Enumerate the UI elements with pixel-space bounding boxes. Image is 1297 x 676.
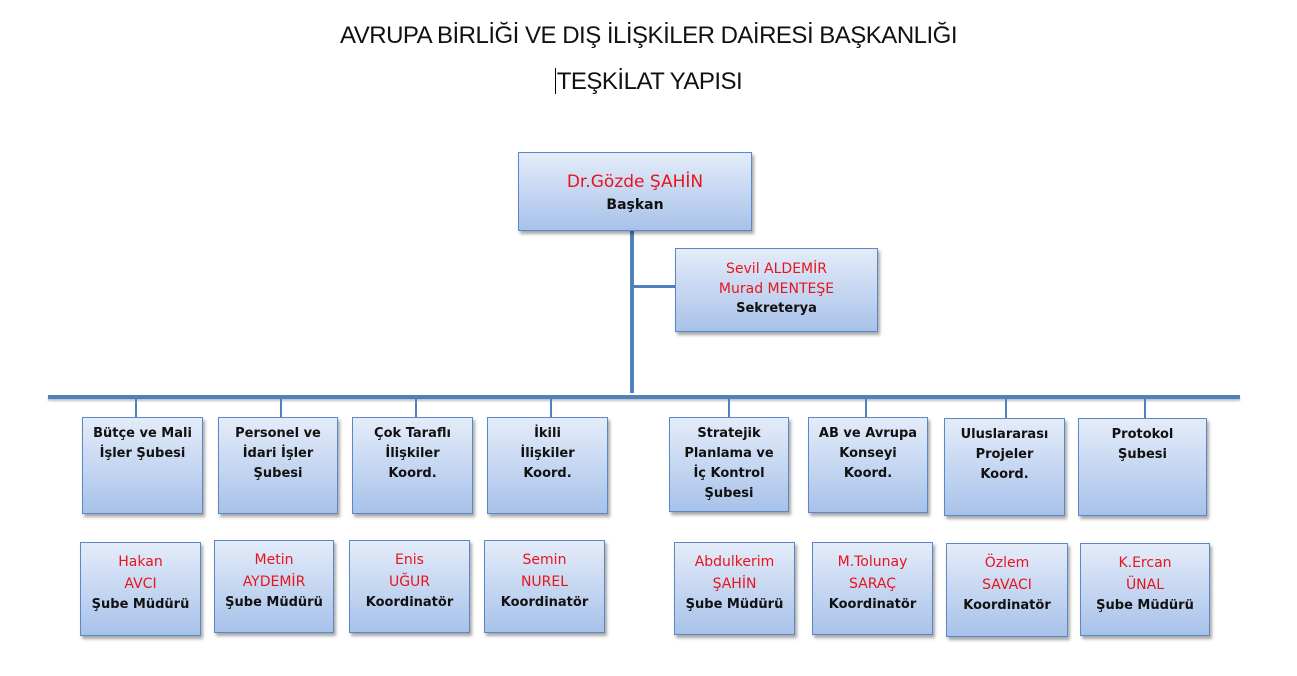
unit-name-line: İşler Şubesi [99,446,186,461]
connector-main [630,230,634,393]
head-box[interactable]: Dr.Gözde ŞAHİN Başkan [518,152,752,231]
person-role: Şube Müdürü [225,595,323,610]
unit-name-line: İlişkiler [520,446,575,461]
connector-unit [280,398,282,417]
person-name: K.Ercan [1118,555,1172,571]
unit-name-line: Bütçe ve Mali [93,426,192,441]
title-text: TEŞKİLAT YAPISI [556,68,743,95]
person-role: Koordinatör [963,598,1051,613]
person-name: ŞAHİN [712,576,757,592]
person-name: UĞUR [388,574,431,590]
unit-name-line: Projeler [975,447,1034,462]
person-name: Enis [395,552,424,568]
connector-unit [415,398,417,417]
connector-unit [550,398,552,417]
connector-unit [1005,398,1007,418]
title-line-2: TEŞKİLAT YAPISI [0,68,1297,96]
person-name: M.Tolunay [837,554,908,570]
person-name: Özlem [984,555,1030,571]
unit-name-line: Şubesi [704,486,754,501]
unit-name-line: Koord. [980,467,1029,482]
secretary-name: Murad MENTEŞE [718,281,835,297]
unit-name-line: Şubesi [253,466,303,481]
unit-name-line: İdari İşler [242,446,314,461]
unit-name-line: Koord. [523,466,572,481]
unit-name-line: Personel ve [235,426,321,441]
unit-name-line: AB ve Avrupa [818,426,918,441]
person-role: Şube Müdürü [1096,598,1194,613]
unit-name-line: Çok Taraflı [374,426,451,441]
person-name: AVCI [124,576,157,592]
connector-unit [865,398,867,417]
connector-secretary [632,285,676,288]
unit-name-line: Protokol [1111,427,1174,442]
person-role: Şube Müdürü [685,597,784,612]
unit-name-line: Konseyi [839,446,897,461]
person-name: SAVACI [982,577,1032,593]
person-role: Koordinatör [500,595,589,610]
secretary-box[interactable]: Sevil ALDEMİR Murad MENTEŞE Sekreterya [675,248,878,332]
secretary-role: Sekreterya [736,301,817,316]
connector-horizontal [48,395,1240,399]
person-name: AYDEMİR [242,574,306,590]
connector-unit [135,398,137,417]
person-name: Hakan [118,554,163,570]
person-role: Koordinatör [365,595,454,610]
connector-unit [728,398,730,417]
unit-name-line: İkili [534,426,561,441]
person-name: SARAÇ [849,576,896,592]
unit-name-line: İç Kontrol [693,466,765,481]
person-name: Semin [522,552,567,568]
person-role: Koordinatör [828,597,917,612]
title-line-1: AVRUPA BİRLİĞİ VE DIŞ İLİŞKİLER DAİRESİ … [340,22,958,49]
unit-name-line: Stratejik [697,426,761,441]
unit-name-line: Şubesi [1118,447,1167,462]
unit-name-line: Planlama ve [684,446,774,461]
person-name: Metin [254,552,294,568]
person-name: ÜNAL [1125,577,1165,593]
unit-name-line: İlişkiler [385,446,440,461]
head-role: Başkan [606,197,664,213]
connector-unit [1144,398,1146,418]
secretary-name: Sevil ALDEMİR [726,261,827,277]
unit-name-line: Koord. [843,466,893,481]
unit-name-line: Koord. [388,466,437,481]
person-role: Şube Müdürü [91,597,190,612]
head-name: Dr.Gözde ŞAHİN [566,172,704,192]
text-cursor [554,68,556,94]
person-name: NUREL [520,574,569,590]
unit-name-line: Uluslararası [960,427,1049,442]
person-name: Abdulkerim [694,554,775,570]
